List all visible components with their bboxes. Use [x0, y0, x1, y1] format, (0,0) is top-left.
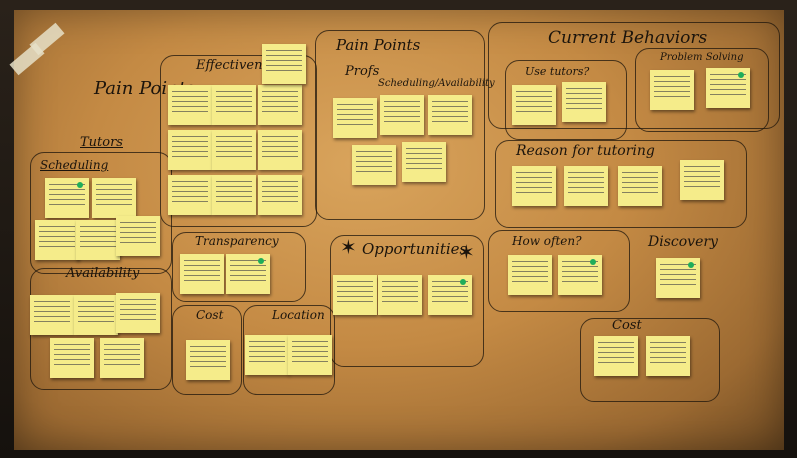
region-location: [243, 305, 335, 395]
region-reason-for-tutoring: [495, 140, 747, 228]
heading-current-behaviors: Current Behaviors: [548, 28, 708, 48]
sticky-note: [50, 338, 94, 378]
sticky-note: [168, 130, 212, 170]
sticky-note: [558, 255, 602, 295]
sticky-note: [262, 44, 306, 84]
sticky-note: [656, 258, 700, 298]
sticky-note: [428, 95, 472, 135]
region-transparency: [172, 232, 306, 302]
sticky-note: [35, 220, 79, 260]
sticky-note: [76, 220, 120, 260]
sticky-note: [680, 160, 724, 200]
sticky-note: [512, 166, 556, 206]
heading-reason-for-tutoring: Reason for tutoring: [516, 143, 655, 159]
sticky-note: [378, 275, 422, 315]
heading-tutors: Tutors: [80, 135, 123, 150]
sticky-note: [562, 82, 606, 122]
sticky-note: [116, 216, 160, 256]
heading-transparency: Transparency: [195, 234, 279, 248]
region-cost: [172, 305, 242, 395]
heading-pain-points-profs: Pain Points: [336, 36, 421, 54]
region-pain-points-profs: [315, 30, 485, 220]
sticky-note: [92, 178, 136, 218]
sticky-note: [512, 85, 556, 125]
sticky-note: [116, 293, 160, 333]
sticky-note: [508, 255, 552, 295]
sticky-note: [212, 85, 256, 125]
heading-scheduling: Scheduling: [40, 158, 109, 172]
sticky-note: [168, 85, 212, 125]
sticky-note: [30, 295, 74, 335]
heading-cost: Cost: [196, 308, 224, 322]
sticky-note: [258, 85, 302, 125]
heading-problem-solving: Problem Solving: [660, 52, 744, 63]
sticky-note: [650, 70, 694, 110]
region-how-often: [488, 230, 630, 312]
region-current-behaviors: [488, 22, 780, 129]
region-use-tutors: [505, 60, 627, 140]
region-effectiveness: [160, 55, 317, 227]
sticky-note: [352, 145, 396, 185]
sticky-note: [564, 166, 608, 206]
sticky-note: [45, 178, 89, 218]
sticky-note: [186, 340, 230, 380]
sticky-note: [618, 166, 662, 206]
sticky-note: [226, 254, 270, 294]
heading-cost-right: Cost: [612, 318, 642, 333]
sticky-note: [212, 175, 256, 215]
sticky-note: [402, 142, 446, 182]
sticky-note: [288, 335, 332, 375]
sticky-note: [706, 68, 750, 108]
sticky-note: [258, 175, 302, 215]
heading-effectiveness: Effectiveness: [196, 58, 284, 73]
sticky-note: [100, 338, 144, 378]
region-problem-solving: [635, 48, 769, 132]
region-cost-right: [580, 318, 720, 402]
sticky-note: [245, 335, 289, 375]
sticky-note: [333, 98, 377, 138]
heading-availability: Availability: [66, 266, 140, 281]
sticky-note: [594, 336, 638, 376]
sticky-note: [333, 275, 377, 315]
heading-use-tutors: Use tutors?: [525, 65, 590, 78]
heading-scheduling-availability: Scheduling/Availability: [378, 78, 495, 89]
heading-how-often: How often?: [512, 234, 582, 248]
sticky-note: [428, 275, 472, 315]
sticky-note: [258, 130, 302, 170]
region-opportunities: [330, 235, 484, 367]
heading-opportunities: Opportunities: [362, 240, 468, 258]
heading-profs: Profs: [345, 64, 380, 79]
heading-discovery: Discovery: [648, 234, 718, 250]
sticky-note: [646, 336, 690, 376]
star-icon: ✶: [340, 235, 357, 259]
sticky-note: [380, 95, 424, 135]
sticky-note: [168, 175, 212, 215]
sticky-note: [212, 130, 256, 170]
star-icon: ✶: [458, 240, 475, 264]
heading-location: Location: [272, 308, 325, 322]
sticky-note: [74, 295, 118, 335]
sticky-note: [180, 254, 224, 294]
